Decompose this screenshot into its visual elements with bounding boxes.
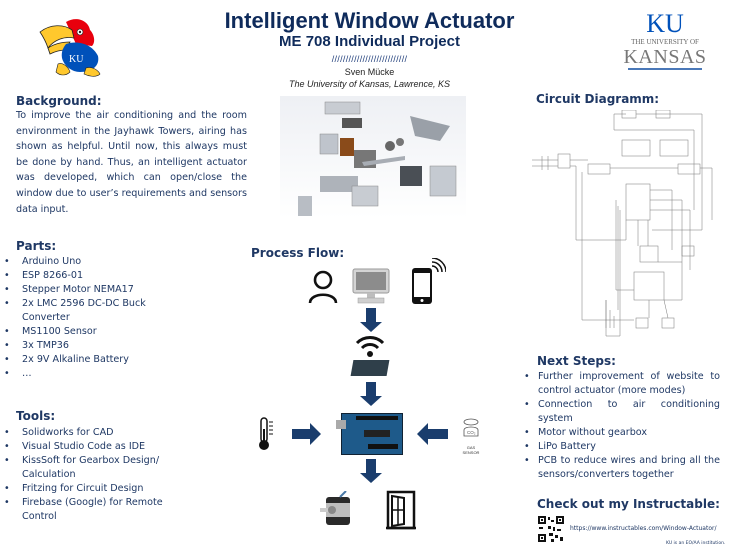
window-icon	[386, 490, 416, 530]
parts-heading: Parts:	[16, 239, 57, 253]
next-steps-item: LiPo Battery	[522, 440, 720, 454]
tools-item: Fritzing for Circuit Design	[0, 482, 185, 496]
next-steps-heading: Next Steps:	[537, 354, 616, 368]
background-text: To improve the air conditioning and the …	[16, 110, 247, 215]
next-steps-item: Further improvement of website to contro…	[522, 370, 720, 398]
parts-item: Arduino Uno	[0, 255, 175, 269]
parts-item: MS1100 Sensor	[0, 325, 175, 339]
jayhawk-ku-text: KU	[69, 54, 84, 65]
next-steps-list: Further improvement of website to contro…	[522, 370, 720, 482]
arduino-header-top	[356, 416, 398, 420]
desktop-computer-icon	[352, 268, 390, 304]
esp8266-module-icon	[350, 360, 390, 376]
smartphone-icon-wrap	[410, 257, 447, 313]
gas-sensor-icon: CO₂ GAS SENSOR	[458, 418, 484, 455]
stepper-motor-icon	[320, 490, 350, 525]
window-icon-wrap	[386, 490, 416, 535]
cad-model-icon	[298, 101, 457, 216]
parts-item: Stepper Motor NEMA17	[0, 283, 175, 297]
poster-subtitle: ME 708 Individual Project	[279, 33, 460, 50]
tools-item: KissSoft for Gearbox Design/ Calculation	[0, 454, 185, 482]
parts-item: …	[0, 367, 175, 381]
circuit-schematic-icon	[532, 109, 713, 337]
gas-formula: CO₂	[467, 430, 476, 435]
arduino-header-bottom	[368, 444, 398, 449]
next-steps-item: PCB to reduce wires and bring all the se…	[522, 454, 720, 482]
computer-icon-wrap	[352, 268, 390, 311]
thermometer-icon	[259, 417, 273, 450]
arduino-usb-port	[336, 420, 346, 429]
eoaa-footer: KU is an EO/AA institution.	[666, 541, 726, 546]
arrow-left-gas	[417, 423, 448, 445]
gas-sensor-icon-glyph: CO₂	[463, 418, 479, 437]
process-flow-heading: Process Flow:	[251, 246, 345, 260]
ku-wordmark: KU THE UNIVERSITY OF KANSAS	[620, 9, 710, 70]
tools-item: Firebase (Google) for Remote Control	[0, 496, 185, 524]
poster-title: Intelligent Window Actuator	[224, 8, 515, 33]
qr-code[interactable]	[537, 515, 565, 543]
arrow-down-3	[360, 459, 382, 483]
instructable-link[interactable]: https://www.instructables.com/Window-Act…	[570, 525, 717, 532]
arrow-down-1	[360, 308, 382, 332]
parts-item: 2x 9V Alkaline Battery	[0, 353, 175, 367]
wifi-icon-wrap	[355, 334, 385, 363]
qr-code-icon	[537, 515, 565, 543]
arrow-right-temperature	[292, 423, 321, 445]
next-steps-item: Connection to air conditioning system	[522, 398, 720, 426]
arrow-down-2	[360, 382, 382, 406]
parts-list: Arduino Uno ESP 8266-01 Stepper Motor NE…	[0, 255, 175, 381]
next-steps-item: Motor without gearbox	[522, 426, 720, 440]
background-heading: Background:	[16, 94, 102, 108]
arduino-uno-icon	[336, 413, 403, 455]
parts-item: 3x TMP36	[0, 339, 175, 353]
tools-list: Solidworks for CAD Visual Studio Code as…	[0, 426, 185, 524]
ku-underline	[628, 68, 702, 70]
instructable-heading: Check out my Instructable:	[537, 497, 720, 511]
user-icon-wrap	[308, 270, 338, 309]
title-divider: ///////////////////////////	[331, 54, 408, 64]
arduino-chip	[364, 430, 390, 437]
jayhawk-logo: KU	[36, 14, 106, 80]
parts-item: ESP 8266-01	[0, 269, 175, 283]
affiliation: The University of Kansas, Lawrence, KS	[288, 79, 451, 89]
wifi-icon	[355, 336, 385, 357]
smartphone-icon	[412, 257, 447, 304]
stepper-motor-icon-wrap	[320, 490, 352, 532]
user-icon	[308, 270, 338, 304]
ku-kansas: KANSAS	[623, 46, 707, 68]
tools-item: Solidworks for CAD	[0, 426, 185, 440]
cad-exploded-view	[280, 96, 466, 218]
gas-sensor-label: GAS SENSOR	[462, 445, 480, 455]
parts-item: 2x LMC 2596 DC-DC Buck Converter	[0, 297, 175, 325]
author-name: Sven Mücke	[344, 67, 395, 77]
jayhawk-icon: KU	[39, 19, 101, 77]
tools-item: Visual Studio Code as IDE	[0, 440, 185, 454]
ku-letters: KU	[646, 9, 684, 38]
ku-university-of: THE UNIVERSITY OF	[631, 38, 699, 46]
circuit-diagram-heading: Circuit Diagramm:	[536, 92, 660, 106]
tools-heading: Tools:	[16, 409, 56, 423]
circuit-diagram	[522, 109, 722, 340]
thermometer-icon-wrap	[258, 417, 276, 456]
